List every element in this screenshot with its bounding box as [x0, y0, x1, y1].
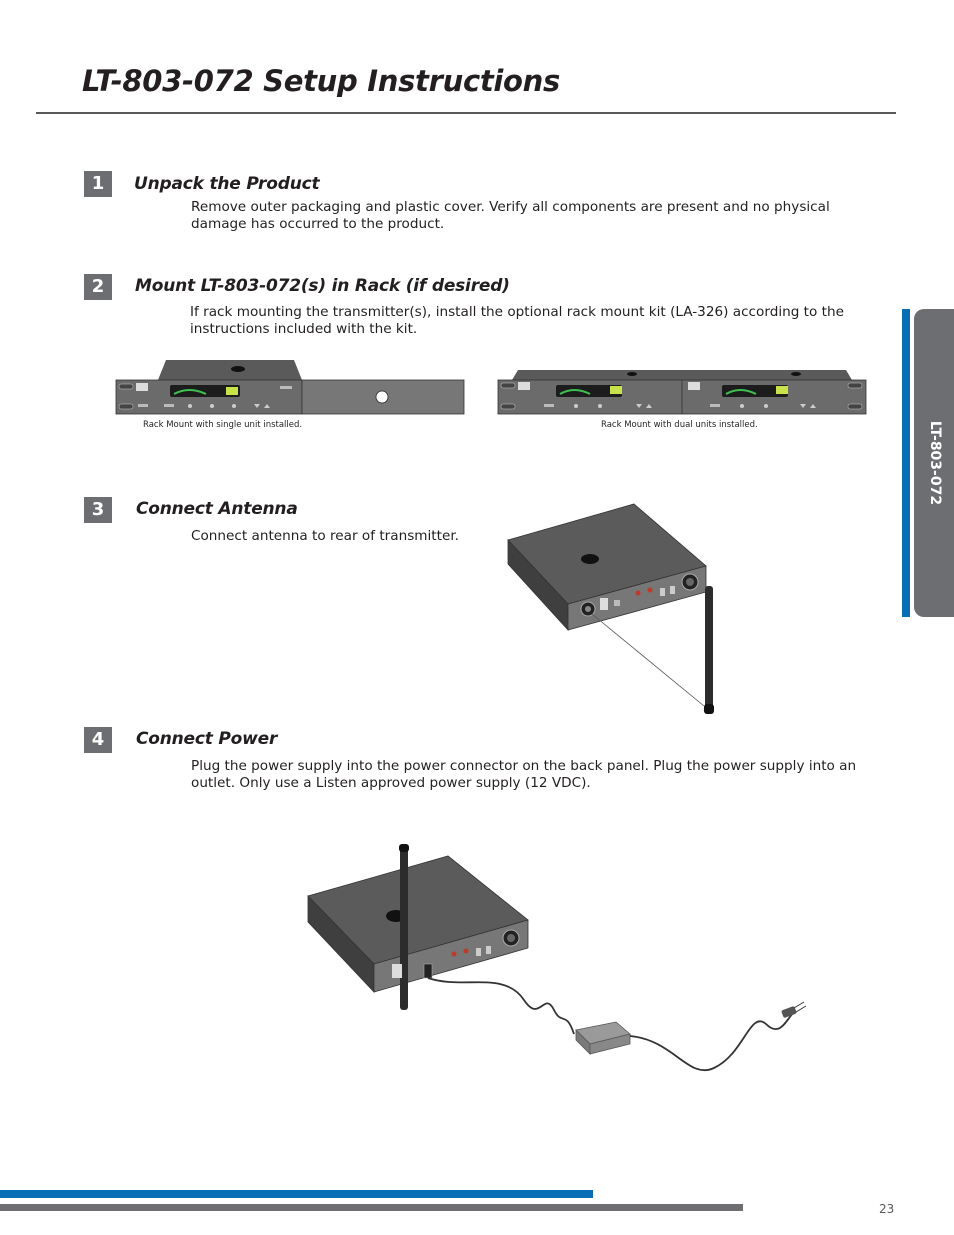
step-2-heading: Mount LT-803-072(s) in Rack (if desired) — [135, 276, 510, 296]
rack-mount-dual-illustration — [497, 370, 867, 415]
footer-blue-bar — [0, 1190, 593, 1198]
step-3-number: 3 — [84, 497, 112, 523]
transmitter-power-illustration — [307, 844, 807, 1071]
title-divider — [36, 112, 896, 114]
rack-dual-caption: Rack Mount with dual units installed. — [601, 420, 758, 430]
rack-mount-single-illustration — [115, 360, 465, 415]
step-2-body: If rack mounting the transmitter(s), ins… — [190, 304, 844, 337]
step-1-number: 1 — [84, 171, 112, 197]
step-4-heading: Connect Power — [136, 729, 278, 749]
page-number: 23 — [879, 1202, 895, 1216]
step-3-body: Connect antenna to rear of transmitter. — [191, 528, 459, 544]
side-tab-stripe — [902, 309, 910, 617]
transmitter-antenna-illustration — [507, 503, 714, 714]
step-4-body: Plug the power supply into the power con… — [191, 758, 857, 791]
step-3-heading: Connect Antenna — [136, 499, 298, 519]
footer-gray-bar — [0, 1204, 743, 1211]
step-2-number: 2 — [84, 274, 112, 300]
step-4-number: 4 — [84, 727, 112, 753]
step-1-body: Remove outer packaging and plastic cover… — [191, 199, 830, 232]
page-title: LT-803-072 Setup Instructions — [82, 64, 560, 98]
side-tab-label: LT-803-072 — [927, 420, 943, 506]
rack-single-caption: Rack Mount with single unit installed. — [143, 420, 303, 430]
side-tab — [914, 309, 954, 617]
step-1-heading: Unpack the Product — [134, 174, 320, 194]
